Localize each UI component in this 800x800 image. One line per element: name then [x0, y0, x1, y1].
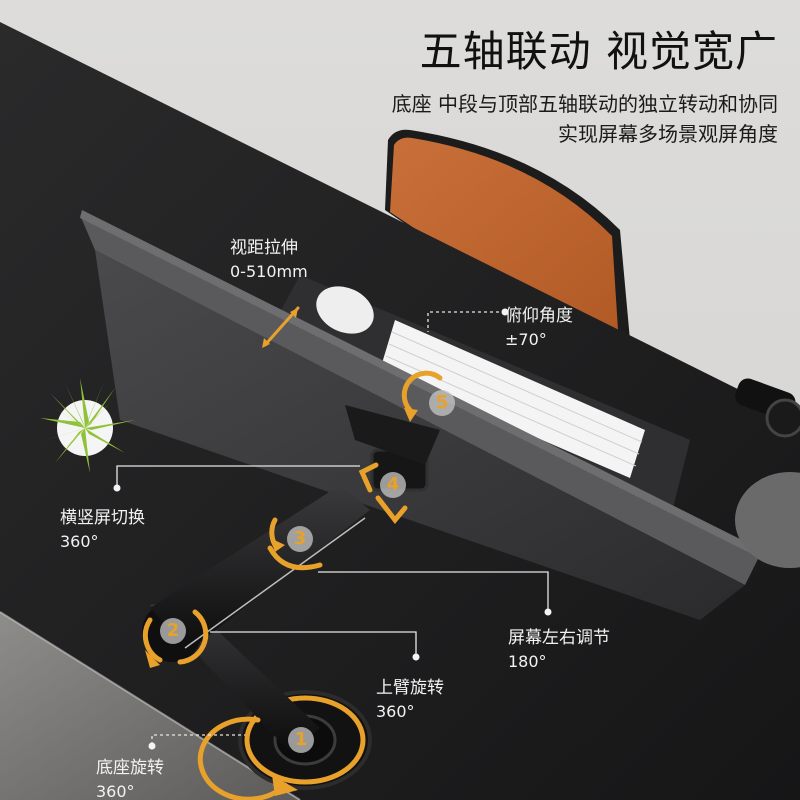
callout-leaders	[116, 311, 549, 745]
potted-plant	[37, 378, 135, 473]
callout-tilt: 俯仰角度 ±70°	[505, 304, 573, 352]
chair	[385, 129, 630, 340]
callout-value: 180°	[508, 652, 547, 671]
joint-badge-3: 3	[287, 526, 313, 552]
page-title: 五轴联动 视觉宽广	[419, 27, 778, 76]
callout-value: 360°	[376, 702, 415, 721]
callout-base: 底座旋转 360°	[96, 756, 164, 800]
callout-title: 上臂旋转	[376, 678, 444, 698]
desk-lamp	[735, 378, 800, 568]
callout-value: 360°	[96, 782, 135, 800]
mouse	[316, 286, 374, 334]
joint-badge-2: 2	[160, 618, 186, 644]
callout-rotation: 横竖屏切换 360°	[60, 506, 145, 554]
callout-value: ±70°	[505, 330, 547, 349]
subtitle-line-1: 底座 中段与顶部五轴联动的独立转动和协同	[391, 92, 778, 116]
joint-badge-5: 5	[429, 390, 455, 416]
joint-badge-1: 1	[288, 727, 314, 753]
joint-badge-4: 4	[380, 472, 406, 498]
rotation-indicators	[142, 306, 443, 800]
subtitle-line-2: 实现屏幕多场景观屏角度	[558, 122, 778, 146]
callout-dots	[113, 308, 552, 750]
callout-value: 360°	[60, 532, 99, 551]
callout-title: 俯仰角度	[505, 306, 573, 326]
callout-viewing-distance: 视距拉伸 0-510mm	[230, 236, 308, 284]
callout-title: 视距拉伸	[230, 238, 298, 258]
callout-upper-arm: 上臂旋转 360°	[376, 676, 444, 724]
callout-title: 屏幕左右调节	[508, 628, 610, 648]
callout-title: 横竖屏切换	[60, 508, 145, 528]
callout-swivel: 屏幕左右调节 180°	[508, 626, 610, 674]
callout-value: 0-510mm	[230, 262, 308, 281]
callout-title: 底座旋转	[96, 758, 164, 778]
